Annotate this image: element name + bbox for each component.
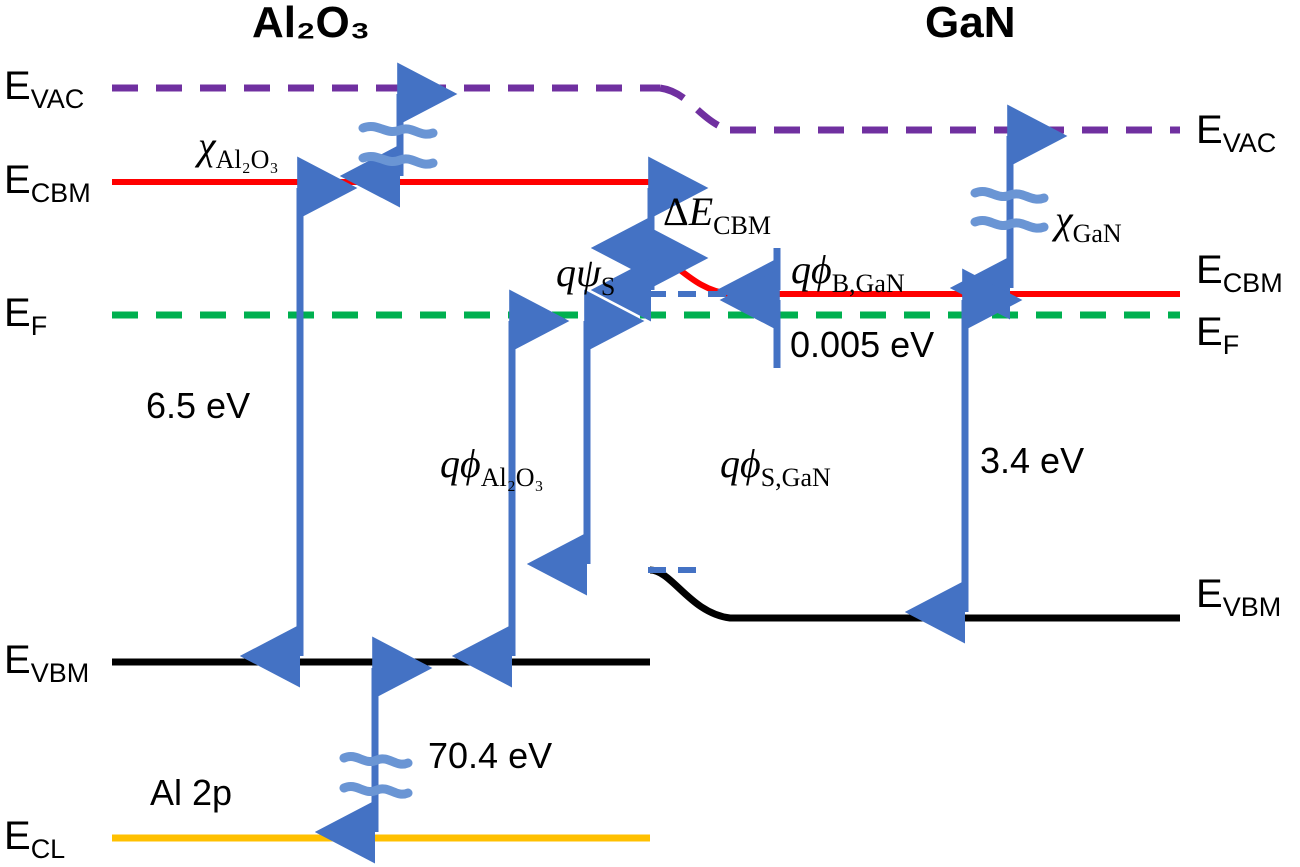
interface-dashed-markers	[648, 291, 730, 573]
annotation-qpsi-s: qψS	[556, 250, 616, 301]
axis-label-ecl-left: ECL	[4, 814, 66, 864]
axis-label-evac-right-sub: VAC	[1222, 128, 1277, 158]
axis-label-evac-left: EVAC	[4, 64, 85, 114]
break-symbol-chi-gan	[970, 187, 1049, 233]
ecbm-line-gan	[649, 251, 1180, 297]
axis-label-ecbm-left-sub: CBM	[30, 178, 91, 208]
title-al2o3: Al₂O₃	[252, 0, 371, 47]
annotation-chi-gan: χGaN	[1055, 197, 1122, 248]
value-bandgap-gan: 3.4 eV	[980, 440, 1085, 481]
axis-label-ecl-left-sub: CL	[30, 834, 66, 864]
axis-label-ef-right-sub: F	[1222, 330, 1240, 360]
break-symbol-chi-al2o3	[358, 122, 438, 169]
axis-label-evac-right: EVAC	[1196, 108, 1277, 158]
annotation-qphi-al2o3: qϕAl₂O₃	[440, 441, 544, 492]
annotation-chi-al2o3: χAl₂O₃	[198, 123, 279, 174]
annotation-chi-gan-sub: GaN	[1072, 219, 1122, 248]
axis-label-ecbm-left: ECBM	[4, 158, 91, 208]
value-bandgap-al2o3: 6.5 eV	[146, 385, 251, 426]
axis-label-ecbm-right: ECBM	[1196, 248, 1283, 298]
axis-label-evbm-right-sub: VBM	[1222, 592, 1282, 622]
axis-label-ecbm-right-sub: CBM	[1222, 268, 1283, 298]
value-ef-to-cbm-gan: 0.005 eV	[790, 324, 935, 365]
annotation-qphi-b-gan: qϕB,GaN	[791, 247, 905, 298]
annotation-delta-ecbm: ΔECBM	[663, 189, 771, 240]
axis-label-ef-left-sub: F	[30, 311, 48, 341]
axis-label-ef-right: EF	[1196, 310, 1240, 360]
annotation-delta-ecbm-sub: CBM	[713, 211, 771, 240]
annotation-qphi-al2o3-sub: Al₂O₃	[480, 463, 544, 492]
label-core-level-al2p: Al 2p	[150, 772, 233, 813]
value-vbm-to-cl: 70.4 eV	[428, 735, 553, 776]
annotation-qpsi-s-sub: S	[600, 272, 616, 301]
annotation-qphi-b-gan-sub: B,GaN	[831, 269, 905, 298]
evbm-line-gan	[649, 566, 1180, 622]
axis-label-evbm-left-sub: VBM	[30, 658, 90, 688]
axis-label-evbm-right: EVBM	[1196, 572, 1282, 622]
axis-label-evac-left-sub: VAC	[30, 84, 85, 114]
title-gan: GaN	[925, 0, 1016, 47]
annotation-chi-al2o3-sub: Al₂O₃	[215, 145, 279, 174]
break-symbol-vbm-cl	[339, 752, 413, 799]
annotation-qphi-s-gan: qϕS,GaN	[720, 441, 831, 492]
axis-label-evbm-left: EVBM	[4, 638, 90, 688]
axis-label-ef-left: EF	[4, 291, 48, 341]
annotation-qphi-s-gan-sub: S,GaN	[760, 463, 831, 492]
